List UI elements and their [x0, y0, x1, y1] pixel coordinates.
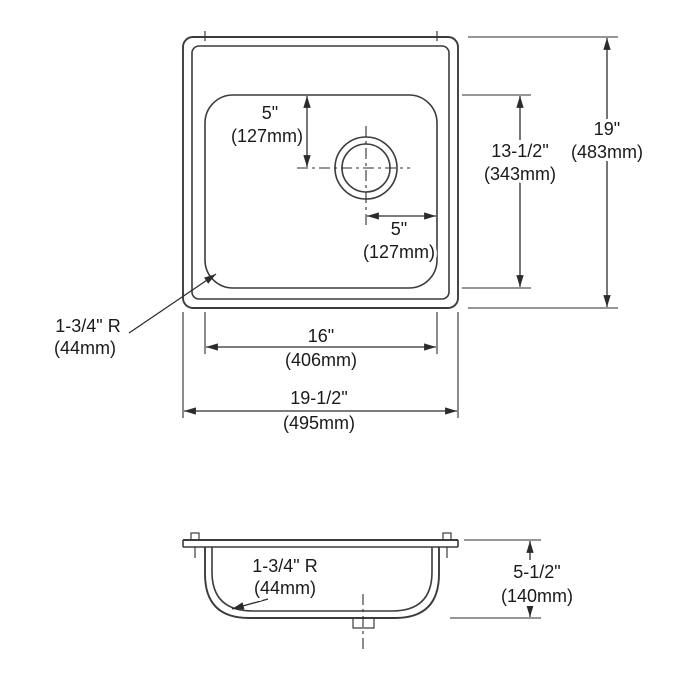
dim-label-drain-from-rear-mm: (127mm) [231, 126, 303, 146]
radius-label-side-view-mm: (44mm) [254, 578, 316, 598]
radius-leader-line [128, 273, 217, 334]
bowl-edge [204, 94, 438, 289]
dim-label-drain-from-rear-in: 5" [262, 103, 278, 123]
dim-label-bowl-front-to-back-in: 13-1/2" [491, 141, 548, 161]
text-halo [574, 119, 640, 161]
text-halo [497, 560, 577, 606]
dim-label-bowl-width-in: 16" [308, 326, 334, 346]
dim-label-drain-from-side-mm: (127mm) [363, 242, 435, 262]
dim-label-overall-width-in: 19-1/2" [290, 388, 347, 408]
dim-label-overall-front-to-back-in: 19" [594, 119, 620, 139]
bowl-outer-profile [204, 547, 440, 619]
radius-leader-line [231, 598, 269, 610]
dim-label-drain-from-side-in: 5" [391, 219, 407, 239]
drain-outlet [352, 618, 375, 629]
dim-label-depth-mm: (140mm) [501, 586, 573, 606]
top-view: 5" (127mm) 5" (127mm) 13-1/2" (343mm) 19… [51, 31, 646, 436]
mounting-clip-right [442, 532, 452, 541]
dim-label-depth-in: 5-1/2" [513, 562, 560, 582]
dim-label-bowl-front-to-back-mm: (343mm) [484, 164, 556, 184]
bowl-inner-profile [211, 547, 433, 612]
mounting-clip-left [190, 532, 200, 541]
radius-label-top-view: 1-3/4" R [55, 316, 120, 336]
radius-label-side-view: 1-3/4" R [252, 556, 317, 576]
dim-label-bowl-width-mm: (406mm) [285, 350, 357, 370]
text-halo [477, 140, 563, 182]
side-view: 1-3/4" R (44mm) 5-1/2" (140mm) [182, 532, 577, 652]
dim-label-overall-width-mm: (495mm) [283, 413, 355, 433]
dim-label-overall-front-to-back-mm: (483mm) [571, 142, 643, 162]
sink-outer-edge [182, 36, 459, 309]
radius-label-top-view-mm: (44mm) [54, 338, 116, 358]
sink-rim-inner-edge [191, 45, 450, 300]
